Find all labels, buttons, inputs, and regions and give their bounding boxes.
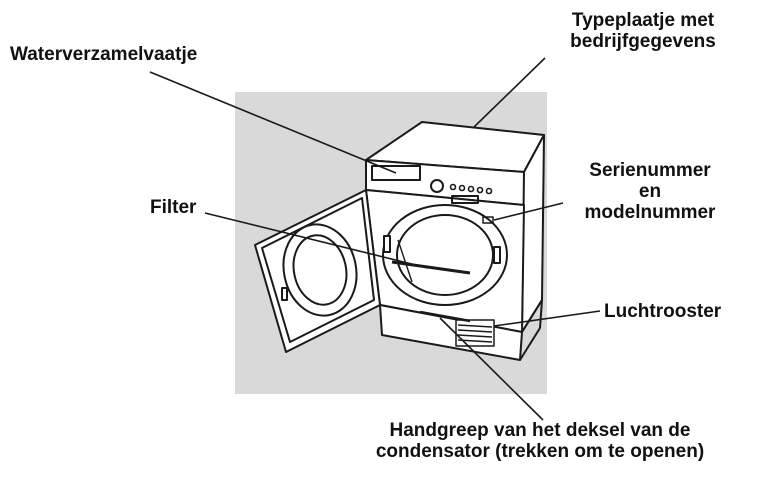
- plinth-edge: [521, 299, 543, 333]
- label-serienummer-line-1: Serienummer: [589, 160, 711, 181]
- callout-lines: [149, 57, 601, 421]
- label-typeplaatje-line-2: bedrijfgegevens: [570, 31, 716, 52]
- label-serienummer: Serienummer en modelnummer: [566, 160, 734, 223]
- leader-typeplaatje: [473, 57, 546, 128]
- door-inner-edge: [261, 197, 375, 343]
- label-filter-text: Filter: [150, 197, 197, 218]
- label-handgreep: Handgreep van het deksel van de condensa…: [330, 420, 750, 462]
- label-luchtrooster-text: Luchtrooster: [604, 301, 722, 322]
- plinth-edge-lower: [519, 327, 541, 361]
- control-dial: [430, 179, 444, 193]
- leader-luchtrooster: [493, 310, 601, 327]
- door-glass-inner: [292, 234, 348, 306]
- control-buttons: [449, 183, 493, 195]
- label-typeplaatje-line-1: Typeplaatje met: [571, 10, 715, 31]
- label-serienummer-line-2: en: [638, 181, 662, 202]
- door-handle: [281, 287, 288, 301]
- plinth-edge-side: [539, 299, 543, 329]
- label-serienummer-line-3: modelnummer: [584, 202, 716, 223]
- leader-serienummer: [493, 202, 564, 221]
- leader-filter: [204, 212, 429, 269]
- open-door: [254, 189, 381, 353]
- label-handgreep-line-1: Handgreep van het deksel van de: [389, 420, 691, 441]
- door-catch: [493, 246, 501, 264]
- label-handgreep-line-2: condensator (trekken om te openen): [375, 441, 705, 462]
- door-hinge: [383, 235, 391, 253]
- drum-opening: [382, 204, 508, 306]
- dryer-machine: [254, 121, 545, 361]
- air-grille: [455, 319, 495, 347]
- door-glass: [282, 223, 358, 317]
- leader-handgreep: [439, 317, 544, 421]
- label-waterverzamelvaatje: Waterverzamelvaatje: [10, 44, 197, 65]
- filter-slot: [391, 260, 471, 275]
- label-luchtrooster: Luchtrooster: [604, 301, 721, 322]
- label-filter: Filter: [150, 197, 196, 218]
- label-waterverzamelvaatje-text: Waterverzamelvaatje: [10, 44, 198, 65]
- drum-detail: [397, 239, 413, 283]
- serial-plate: [482, 216, 494, 224]
- label-typeplaatje: Typeplaatje met bedrijfgegevens: [548, 10, 738, 52]
- leader-waterverzamelvaatje: [149, 71, 397, 174]
- display-window: [451, 195, 479, 204]
- cover-handle: [419, 310, 471, 323]
